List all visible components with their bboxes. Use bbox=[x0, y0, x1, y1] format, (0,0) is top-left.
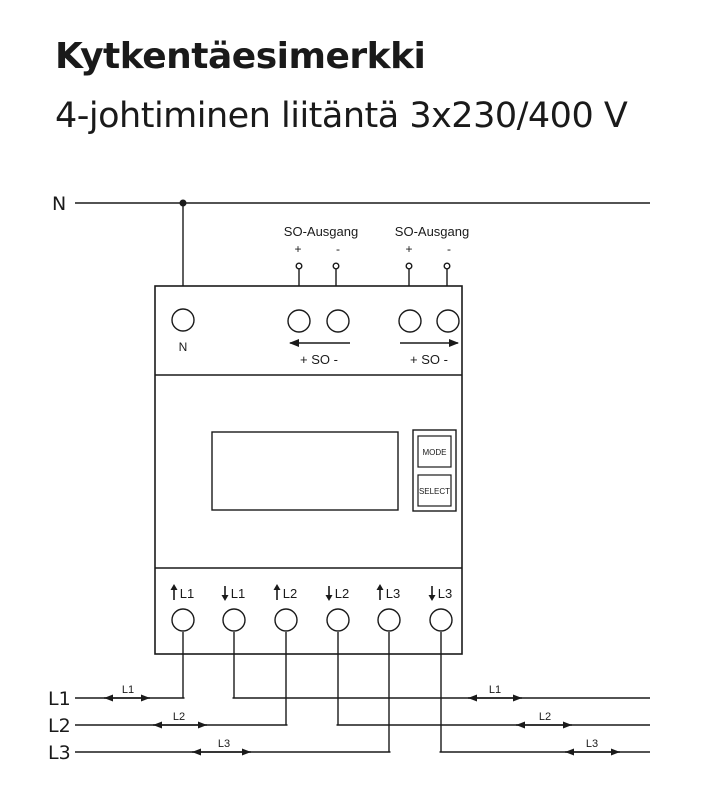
left-flow-l1: L1 bbox=[104, 684, 150, 702]
flow-label: L1 bbox=[122, 684, 134, 696]
so-1-plus-terminal bbox=[287, 309, 311, 333]
terminal-l2-up: L2 bbox=[273, 584, 298, 632]
terminal-l3-down: L3 bbox=[428, 586, 453, 632]
terminal-label: L1 bbox=[231, 586, 245, 601]
arrow-left-icon bbox=[104, 694, 113, 702]
arrow-right-icon bbox=[513, 694, 522, 702]
terminal-screw bbox=[429, 608, 453, 632]
arrow-left-icon bbox=[192, 748, 201, 756]
n-terminal-label: N bbox=[179, 340, 188, 354]
terminal-label: L3 bbox=[386, 586, 400, 601]
so-2-minus-terminal bbox=[436, 309, 460, 333]
l3-break bbox=[390, 749, 440, 755]
arrow-left-icon bbox=[153, 721, 162, 729]
terminal-label: L2 bbox=[335, 586, 349, 601]
up-arrow-head bbox=[170, 584, 178, 590]
l3-line-label: L3 bbox=[48, 742, 71, 764]
down-arrow-head bbox=[325, 595, 333, 601]
l1-line-label: L1 bbox=[48, 688, 71, 710]
n-line-label: N bbox=[52, 193, 66, 215]
arrow-left-icon bbox=[565, 748, 574, 756]
flow-label: L3 bbox=[586, 738, 598, 750]
so-output-2-plus: + bbox=[405, 242, 412, 256]
mode-button-label: MODE bbox=[423, 448, 447, 457]
so-1-minus-pin bbox=[332, 262, 340, 270]
lcd-display bbox=[211, 431, 399, 511]
terminal-label: L2 bbox=[283, 586, 297, 601]
left-flow-l2: L2 bbox=[153, 711, 207, 729]
so-2-minus-pin bbox=[443, 262, 451, 270]
so-1-plus-pin bbox=[295, 262, 303, 270]
select-button-label: SELECT bbox=[419, 487, 450, 496]
terminal-screw bbox=[326, 608, 350, 632]
so-2-label: + SO - bbox=[410, 352, 448, 367]
up-arrow-head bbox=[376, 584, 384, 590]
bottom-terminals: L1 L1 L2 L2 L3 L3 bbox=[170, 584, 453, 632]
so-1-minus-terminal bbox=[326, 309, 350, 333]
terminal-screw bbox=[222, 608, 246, 632]
n-terminal bbox=[171, 308, 195, 332]
arrow-right-icon bbox=[611, 748, 620, 756]
arrow-right-icon bbox=[198, 721, 207, 729]
l2-line-label: L2 bbox=[48, 715, 71, 737]
select-button bbox=[417, 474, 452, 507]
so-output-2-minus: - bbox=[447, 242, 451, 256]
l1-break bbox=[184, 695, 233, 701]
flow-label: L1 bbox=[489, 684, 501, 696]
terminal-label: L3 bbox=[438, 586, 452, 601]
left-flow-l3: L3 bbox=[192, 738, 251, 756]
terminal-screw bbox=[274, 608, 298, 632]
so-2-plus-terminal bbox=[398, 309, 422, 333]
terminal-label: L1 bbox=[180, 586, 194, 601]
flow-label: L2 bbox=[173, 711, 185, 723]
down-arrow-head bbox=[221, 595, 229, 601]
so-output-1-minus: - bbox=[336, 242, 340, 256]
down-arrow-head bbox=[428, 595, 436, 601]
so-output-2-header: SO-Ausgang bbox=[395, 224, 469, 239]
flow-label: L3 bbox=[218, 738, 230, 750]
so-1-label: + SO - bbox=[300, 352, 338, 367]
flow-label: L2 bbox=[539, 711, 551, 723]
arrow-right-icon bbox=[563, 721, 572, 729]
diagram-subtitle: 4-johtiminen liitäntä 3x230/400 V bbox=[55, 96, 628, 136]
up-arrow-head bbox=[273, 584, 281, 590]
l2-break bbox=[287, 722, 337, 728]
arrow-right-icon bbox=[242, 748, 251, 756]
arrow-left-icon bbox=[516, 721, 525, 729]
right-flow-l2: L2 bbox=[516, 711, 572, 729]
terminal-screw bbox=[171, 608, 195, 632]
terminal-l1-down: L1 bbox=[221, 586, 246, 632]
arrow-right-icon bbox=[141, 694, 150, 702]
diagram-title: Kytkentäesimerkki bbox=[55, 36, 426, 77]
right-flow-l3: L3 bbox=[565, 738, 620, 756]
right-flow-l1: L1 bbox=[468, 684, 522, 702]
terminal-l1-up: L1 bbox=[170, 584, 195, 632]
so-output-1-header: SO-Ausgang bbox=[284, 224, 358, 239]
terminal-l2-down: L2 bbox=[325, 586, 350, 632]
so-2-plus-pin bbox=[405, 262, 413, 270]
terminal-screw bbox=[377, 608, 401, 632]
mode-button bbox=[417, 435, 452, 468]
terminal-l3-up: L3 bbox=[376, 584, 401, 632]
so-output-1-plus: + bbox=[294, 242, 301, 256]
arrow-left-icon bbox=[468, 694, 477, 702]
